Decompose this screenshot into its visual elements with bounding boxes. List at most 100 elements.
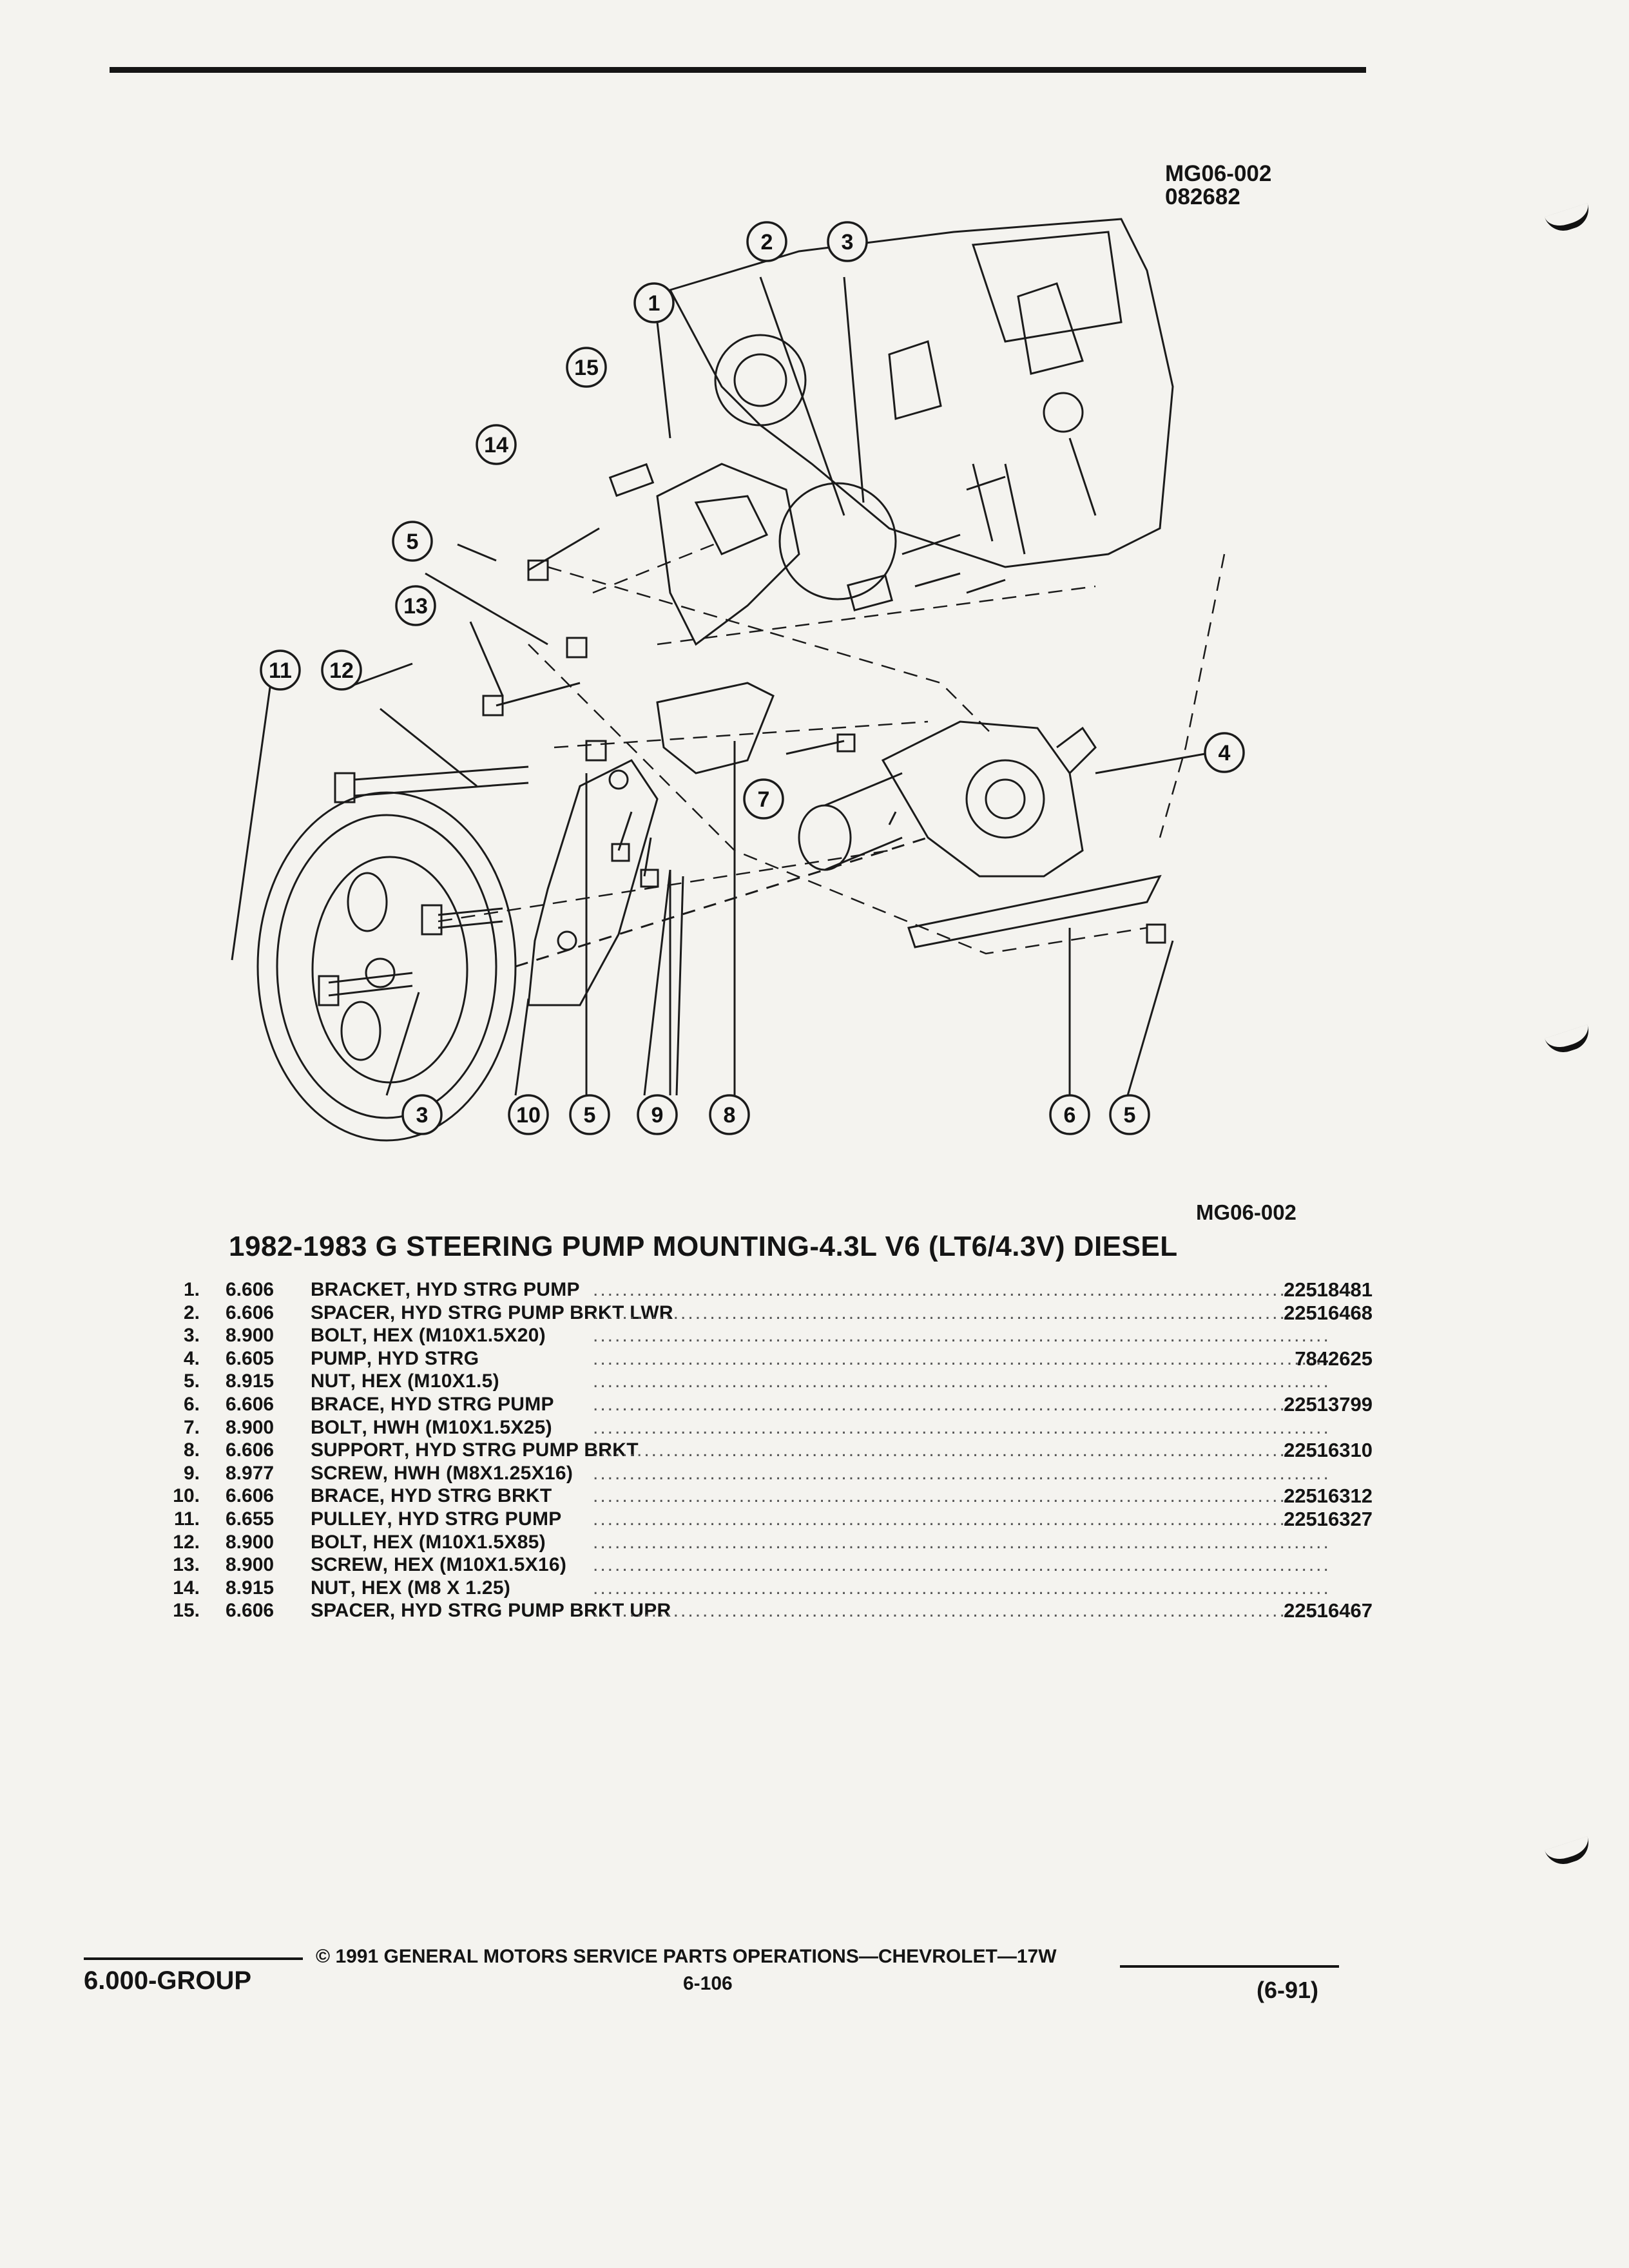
- part-description: NUT, HEX (M8 X 1.25): [311, 1577, 510, 1600]
- pump: [881, 720, 1084, 878]
- dot-leader: ........................................…: [593, 1416, 1327, 1438]
- parts-list-row: 11. 6.655 PULLEY, HYD STRG PUMP...........…: [129, 1508, 1373, 1531]
- part-ref-number: 15.: [173, 1600, 200, 1622]
- footer-revision: (6-91): [1257, 1977, 1319, 2003]
- part-detail: , HYD STRG BRKT: [379, 1485, 552, 1507]
- svg-text:3: 3: [842, 230, 854, 255]
- part-detail: , HYD STRG PUMP BRKT LWR: [389, 1302, 673, 1323]
- part-description: NUT, HEX (M10X1.5): [311, 1370, 499, 1393]
- part-name: BRACE: [311, 1485, 380, 1507]
- part-description: SUPPORT, HYD STRG PUMP BRKT: [311, 1439, 639, 1462]
- dot-leader: ........................................…: [593, 1439, 1327, 1461]
- part-description: PUMP, HYD STRG: [311, 1347, 479, 1370]
- part-ref-number: 12.: [173, 1531, 200, 1553]
- part-detail: , HWH (M10X1.5X25): [361, 1416, 552, 1438]
- callout-5-bottom-b: 5: [1109, 1094, 1150, 1135]
- footer-page-number: 6-106: [683, 1973, 733, 1994]
- footer-rule-right: [1120, 1965, 1339, 1968]
- page-title: 1982-1983 G STEERING PUMP MOUNTING-4.3L …: [229, 1231, 1178, 1262]
- dot-leader: ........................................…: [593, 1302, 1327, 1323]
- callout-7: 7: [743, 778, 784, 820]
- part-detail: , HYD STRG PUMP BRKT UPR: [389, 1600, 671, 1622]
- part-ref-number: 5.: [183, 1370, 200, 1392]
- part-name: PUMP: [311, 1347, 367, 1369]
- part-description: BRACE, HYD STRG PUMP: [311, 1393, 554, 1416]
- part-ref-number: 11.: [173, 1508, 200, 1530]
- part-detail: , HYD STRG PUMP: [405, 1279, 580, 1300]
- svg-text:9: 9: [651, 1103, 664, 1128]
- dot-leader: ........................................…: [593, 1393, 1327, 1415]
- callout-9: 9: [637, 1094, 678, 1135]
- svg-text:5: 5: [1124, 1103, 1136, 1128]
- part-name: PULLEY: [311, 1508, 387, 1530]
- part-group-number: 6.606: [226, 1302, 275, 1323]
- part-name: BOLT: [311, 1416, 362, 1438]
- part-description: BOLT, HEX (M10X1.5X85): [311, 1531, 546, 1554]
- part-detail: , HYD STRG PUMP: [387, 1508, 562, 1530]
- dot-leader: ........................................…: [593, 1462, 1327, 1484]
- part-detail: , HYD STRG PUMP: [379, 1393, 554, 1415]
- binder-tab-mark: [1544, 202, 1594, 236]
- top-rule: [110, 67, 1366, 73]
- part-detail: , HYD STRG PUMP BRKT: [404, 1439, 639, 1461]
- part-name: BRACKET: [311, 1279, 405, 1300]
- part-group-number: 8.900: [226, 1416, 275, 1438]
- dot-leader: ........................................…: [593, 1600, 1327, 1622]
- part-detail: , HYD STRG: [366, 1347, 479, 1369]
- callout-12: 12: [321, 649, 362, 691]
- dot-leader: ........................................…: [593, 1485, 1327, 1507]
- figure-date-code: 082682: [1165, 184, 1240, 209]
- bolt-12: [334, 765, 529, 803]
- part-group-number: 6.606: [226, 1279, 275, 1300]
- callout-15: 15: [566, 347, 607, 388]
- part-name: NUT: [311, 1370, 351, 1392]
- part-name: SUPPORT: [311, 1439, 405, 1461]
- part-number: 7842625: [1295, 1347, 1373, 1370]
- brace-10: [527, 759, 659, 1006]
- dot-leader: ........................................…: [593, 1370, 1327, 1392]
- callout-3-bottom: 3: [401, 1094, 443, 1135]
- svg-text:5: 5: [407, 530, 419, 554]
- svg-text:12: 12: [329, 658, 354, 683]
- part-name: SPACER: [311, 1302, 390, 1323]
- part-group-number: 6.606: [226, 1600, 275, 1622]
- pulley: [256, 791, 517, 1142]
- svg-text:6: 6: [1064, 1103, 1076, 1128]
- part-group-number: 8.900: [226, 1325, 275, 1347]
- part-ref-number: 4.: [183, 1347, 200, 1369]
- part-description: BRACKET, HYD STRG PUMP: [311, 1278, 580, 1302]
- part-number: 22513799: [1284, 1392, 1373, 1416]
- part-detail: , HEX (M10X1.5X20): [361, 1325, 546, 1347]
- dot-leader: ........................................…: [593, 1554, 1327, 1576]
- part-number: 22516468: [1284, 1301, 1373, 1324]
- callout-2: 2: [746, 221, 787, 262]
- svg-text:4: 4: [1219, 741, 1231, 765]
- dot-leader: ........................................…: [593, 1508, 1327, 1530]
- support-8: [656, 682, 775, 774]
- part-ref-number: 1.: [183, 1279, 200, 1300]
- footer-group: 6.000-GROUP: [84, 1966, 252, 1995]
- part-ref-number: 9.: [183, 1462, 200, 1484]
- part-group-number: 6.655: [226, 1508, 275, 1530]
- part-detail: , HEX (M8 X 1.25): [350, 1577, 511, 1599]
- part-ref-number: 8.: [183, 1439, 200, 1461]
- callout-10: 10: [508, 1094, 549, 1135]
- part-number: 22516310: [1284, 1439, 1373, 1462]
- part-group-number: 8.915: [226, 1577, 275, 1599]
- svg-text:1: 1: [648, 291, 660, 316]
- part-group-number: 6.606: [226, 1485, 275, 1507]
- part-ref-number: 14.: [173, 1577, 200, 1599]
- part-number: 22518481: [1284, 1278, 1373, 1301]
- part-detail: , HEX (M10X1.5X16): [382, 1554, 567, 1576]
- part-name: SCREW: [311, 1462, 383, 1484]
- part-ref-number: 7.: [183, 1416, 200, 1438]
- figure-code-bottom: MG06-002: [1196, 1200, 1296, 1224]
- part-description: BOLT, HWH (M10X1.5X25): [311, 1416, 552, 1439]
